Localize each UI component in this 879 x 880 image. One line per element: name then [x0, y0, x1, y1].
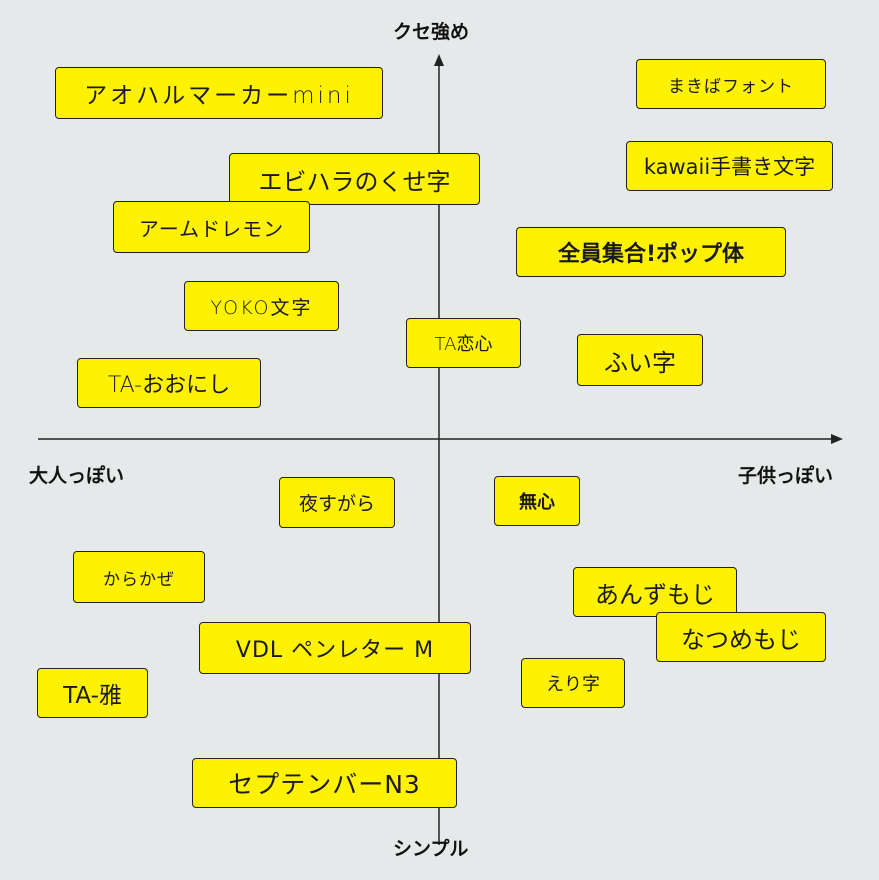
- font-tag-miyabi: TA-雅: [37, 668, 148, 718]
- axis-label-top: クセ強め: [393, 21, 470, 43]
- font-tag-eriji: えり字: [521, 658, 625, 708]
- font-tag-aoharu: アオハルマーカーmini: [55, 67, 383, 119]
- font-tag-yoru: 夜すがら: [279, 477, 395, 528]
- axis-label-bottom: シンプル: [393, 838, 469, 860]
- font-tag-oonishi: TA-おおにし: [77, 358, 261, 408]
- vertical-axis-arrow: [434, 54, 444, 66]
- font-tag-armedlemon: アームドレモン: [113, 201, 310, 253]
- font-tag-makiba: まきばフォント: [636, 59, 826, 109]
- axis-label-left: 大人っぽい: [29, 465, 125, 487]
- font-tag-mushin: 無心: [494, 476, 580, 526]
- font-tag-september: セプテンバーN3: [192, 758, 457, 808]
- font-tag-yoko: YOKO文字: [184, 281, 339, 331]
- font-tag-ebihara: エビハラのくせ字: [229, 153, 480, 205]
- horizontal-axis-arrow: [831, 434, 843, 444]
- font-tag-fuiji: ふい字: [577, 334, 703, 386]
- font-tag-kawaii: kawaii手書き文字: [626, 141, 833, 191]
- font-tag-anzu: あんずもじ: [573, 567, 737, 617]
- font-tag-zenin: 全員集合!ポップ体: [516, 227, 786, 277]
- font-tag-karakaze: からかぜ: [73, 551, 205, 603]
- font-tag-koigokoro: TA恋心: [406, 318, 521, 368]
- font-tag-natsume: なつめもじ: [656, 612, 826, 662]
- axis-label-right: 子供っぽい: [738, 465, 834, 487]
- font-tag-vdl: VDL ペンレター M: [199, 622, 471, 674]
